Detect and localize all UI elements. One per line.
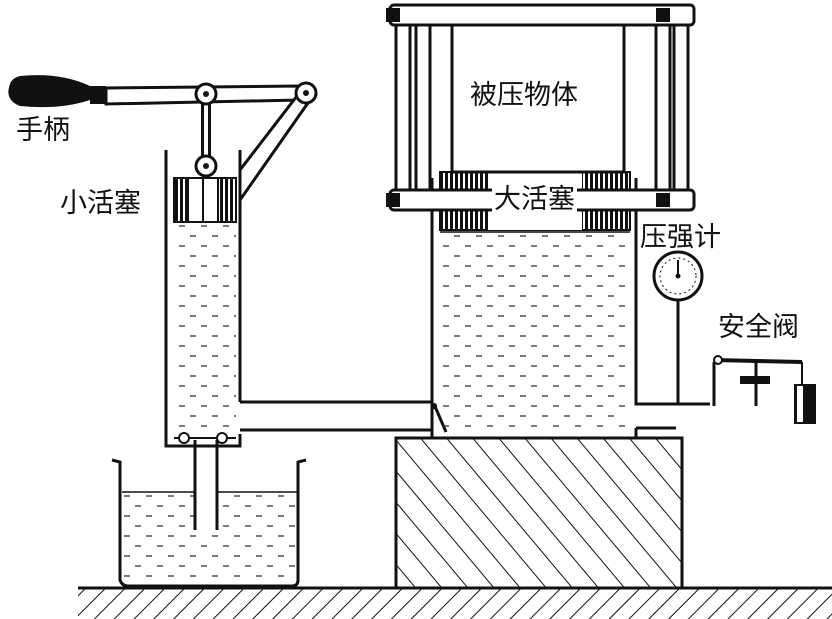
ground (78, 586, 832, 619)
safety-valve-label: 安全阀 (718, 312, 799, 343)
press-frame (386, 3, 696, 212)
large-piston-label: 大活塞 (492, 184, 577, 215)
large-cylinder (430, 178, 710, 438)
safety-valve (712, 355, 816, 424)
small-piston (173, 177, 237, 223)
pressed-object-label: 被压物体 (470, 80, 578, 111)
small-piston-label: 小活塞 (60, 188, 141, 219)
pressed-object (450, 23, 626, 174)
handle-lever (8, 75, 318, 205)
base-block (394, 436, 684, 590)
handle-label: 手柄 (16, 115, 70, 146)
pressure-gauge-label: 压强计 (640, 222, 721, 253)
suction-pipe (193, 438, 219, 530)
pressure-gauge (652, 250, 704, 404)
connecting-pipe (240, 400, 448, 433)
